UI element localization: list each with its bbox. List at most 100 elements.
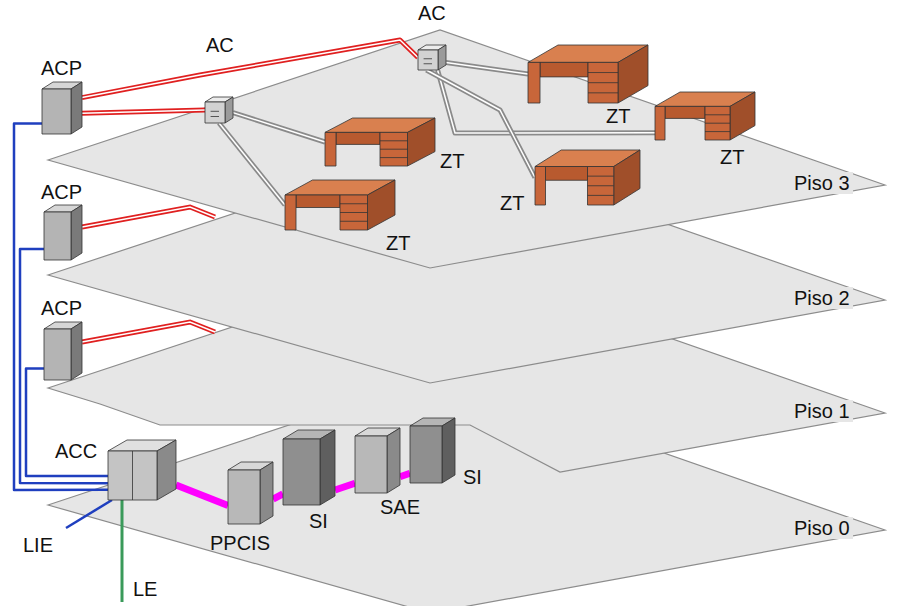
cable-stroke: [426, 70, 535, 178]
equipment-icon: [205, 97, 233, 123]
label-holder: LE: [130, 578, 160, 600]
face: [705, 106, 730, 140]
detail-line: [705, 114, 730, 115]
line-name: LE: [130, 578, 160, 600]
patch-panel-cabinet: PPCIS: [228, 462, 273, 524]
label-holder: Piso 0: [791, 517, 853, 539]
face: [540, 62, 588, 77]
equipment-label: AC: [418, 2, 446, 24]
label-holder: Piso 3: [791, 172, 853, 194]
floor-cabinet: ACP: [44, 322, 82, 380]
face: [438, 45, 446, 70]
work-area-desk: ZT: [285, 180, 395, 230]
face: [44, 212, 71, 260]
face: [325, 132, 336, 166]
face: [614, 150, 640, 205]
work-area-desk: ZT: [655, 92, 755, 140]
detail-line: [380, 140, 408, 141]
cable-stroke: [233, 113, 325, 142]
cable-stroke: [82, 40, 418, 98]
cable-gap: [219, 123, 285, 205]
face: [42, 89, 71, 134]
cable-gap: [446, 63, 528, 75]
face: [157, 440, 176, 500]
detail-line: [132, 451, 133, 500]
face: [408, 118, 436, 166]
equipment-icon: [108, 440, 176, 500]
detail-line: [705, 131, 730, 132]
detail-line: [588, 185, 614, 186]
cable-stroke: [446, 63, 528, 75]
riser-stub: [82, 207, 215, 227]
cable-stroke: [14, 124, 108, 490]
lie-line: [66, 500, 112, 528]
equipment-icon: [42, 82, 82, 134]
work-area-desk: ZT: [325, 118, 435, 166]
equipment-label: ACP: [41, 297, 82, 319]
floor-cabinet: ACP: [42, 82, 82, 134]
equipment-icon: [283, 430, 335, 505]
face: [320, 430, 335, 505]
face: [588, 167, 614, 206]
cable-stroke: [20, 249, 108, 483]
detail-line: [588, 92, 618, 93]
equipment-label: SI: [463, 466, 482, 488]
cable-stroke: [273, 494, 283, 499]
floor-cabinet: ACP: [44, 205, 82, 260]
detail-line: [705, 123, 730, 124]
face: [528, 62, 540, 103]
cable-stroke: [26, 368, 108, 476]
le-line: [121, 500, 124, 602]
equipment-label: SAE: [380, 496, 420, 518]
cable-stroke: [176, 485, 228, 505]
detail-line: [380, 157, 408, 158]
face: [225, 97, 233, 123]
face: [355, 436, 387, 493]
riser-stub: [82, 322, 215, 342]
face: [71, 205, 82, 260]
equipment-icon: [44, 205, 82, 260]
cable-line: [273, 494, 283, 499]
cable-line: [176, 485, 228, 505]
equipment-label: ZT: [440, 150, 464, 172]
cable-line: [400, 473, 410, 477]
equipment-icon: [535, 150, 640, 205]
work-area-desk: ZT: [535, 150, 640, 205]
face: [588, 62, 618, 103]
cable-line: [82, 40, 418, 98]
cable-line: [446, 63, 528, 75]
face: [228, 470, 260, 524]
face: [340, 195, 368, 230]
equipment-label: ACC: [55, 440, 97, 462]
detail-line: [588, 72, 618, 73]
detail-line: [340, 203, 368, 204]
equipment-label: PPCIS: [210, 532, 270, 554]
server-cabinet: SI: [410, 418, 455, 483]
detail-line: [424, 63, 432, 64]
detail-line: [588, 176, 614, 177]
equipment-label: ZT: [386, 232, 410, 254]
face: [380, 132, 408, 166]
equipment-icon: [285, 180, 395, 230]
face: [442, 418, 455, 483]
cable-line: [20, 249, 108, 483]
detail-line: [588, 195, 614, 196]
floor-name: Piso 1: [791, 400, 853, 422]
cable-line: [14, 124, 108, 490]
face: [387, 428, 400, 493]
floor-name: Piso 2: [791, 287, 853, 309]
cable-stroke: [82, 110, 205, 113]
work-area-desk: ZT: [528, 45, 648, 103]
face: [535, 167, 546, 206]
face: [296, 195, 340, 208]
cable-stroke: [335, 483, 355, 490]
face: [336, 132, 380, 144]
floor-name: Piso 0: [791, 517, 853, 539]
equipment-icon: [418, 45, 446, 70]
line-name: LIE: [20, 534, 56, 556]
label-holder: Piso 1: [791, 400, 853, 422]
cable-stroke: [219, 123, 285, 205]
equipment-label: ZT: [720, 146, 744, 168]
